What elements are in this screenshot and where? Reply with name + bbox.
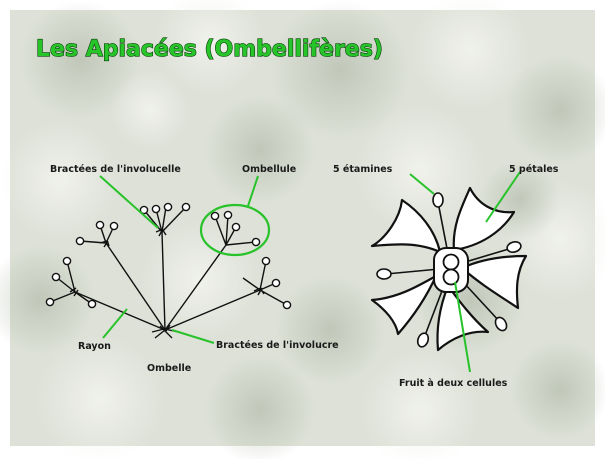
umbel-diagram — [45, 202, 292, 339]
label-petales: 5 pétales — [509, 164, 559, 175]
involucre-bracts — [151, 324, 179, 339]
label-ombellule: Ombellule — [242, 164, 296, 175]
fruit-cell-top — [442, 253, 460, 271]
petal-left — [370, 274, 438, 336]
umbellule-4 — [210, 210, 261, 247]
slide-title: Les Apiacées (Ombellifères) — [36, 37, 383, 62]
petal-right — [460, 254, 528, 310]
label-etamines: 5 étamines — [333, 164, 393, 175]
label-fruit: Fruit à deux cellules — [399, 378, 508, 389]
flower-diagram — [370, 186, 528, 352]
umbellule-3 — [139, 202, 191, 237]
umbellule-5 — [242, 256, 292, 310]
primary-rays — [74, 231, 261, 331]
left-leaders — [99, 175, 259, 344]
label-rayon: Rayon — [78, 341, 111, 352]
fruit-cell-bottom — [442, 268, 460, 286]
petal-upper-left — [370, 198, 442, 254]
label-bractees-involucelle: Bractées de l'involucelle — [50, 164, 181, 175]
label-ombelle: Ombelle — [147, 363, 191, 374]
umbellule-1 — [45, 256, 97, 309]
petal-upper-right — [452, 186, 516, 252]
petal-lower — [436, 284, 490, 352]
right-leaders — [409, 171, 521, 373]
umbellule-2 — [75, 220, 119, 248]
label-bractees-involucre: Bractées de l'involucre — [216, 340, 339, 351]
ombellule-highlight — [199, 203, 271, 257]
